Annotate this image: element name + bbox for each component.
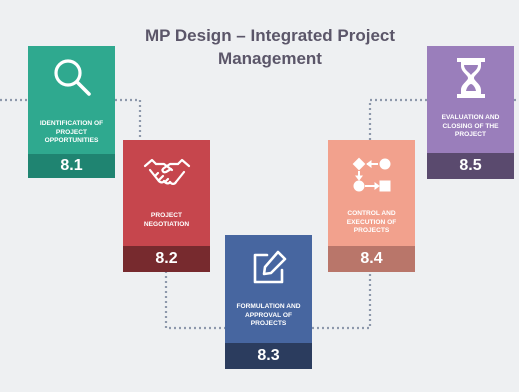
step-label: IDENTIFICATION OF PROJECT OPPORTUNITIES bbox=[39, 120, 104, 145]
step-number: 8.4 bbox=[328, 246, 415, 272]
step-label: CONTROL AND EXECUTION OF PROJECTS bbox=[346, 210, 397, 235]
edit-icon bbox=[253, 250, 286, 284]
step-card-8-1: IDENTIFICATION OF PROJECT OPPORTUNITIES … bbox=[28, 46, 115, 178]
step-card-8-5: EVALUATION AND CLOSING OF THE PROJECT 8.… bbox=[427, 46, 514, 179]
step-card-8-4: CONTROL AND EXECUTION OF PROJECTS 8.4 bbox=[328, 140, 415, 272]
step-card-body: PROJECT NEGOTIATION bbox=[123, 140, 210, 246]
step-number: 8.3 bbox=[225, 343, 312, 369]
flowchart-icon bbox=[352, 157, 390, 192]
step-label: EVALUATION AND CLOSING OF THE PROJECT bbox=[441, 114, 500, 139]
handshake-icon bbox=[143, 158, 190, 185]
step-card-body: IDENTIFICATION OF PROJECT OPPORTUNITIES bbox=[28, 46, 115, 154]
diagram-title: MP Design – Integrated Project Managemen… bbox=[144, 26, 396, 68]
step-card-body: CONTROL AND EXECUTION OF PROJECTS bbox=[328, 140, 415, 246]
step-card-body: EVALUATION AND CLOSING OF THE PROJECT bbox=[427, 46, 514, 153]
step-label: PROJECT NEGOTIATION bbox=[143, 212, 190, 228]
step-number: 8.2 bbox=[123, 246, 210, 272]
step-card-8-2: PROJECT NEGOTIATION 8.2 bbox=[123, 140, 210, 272]
step-label: FORMULATION AND APPROVAL OF PROJECTS bbox=[236, 303, 301, 328]
step-number: 8.5 bbox=[427, 153, 514, 179]
magnifier-icon bbox=[53, 59, 91, 96]
step-card-8-3: FORMULATION AND APPROVAL OF PROJECTS 8.3 bbox=[225, 235, 312, 369]
step-card-body: FORMULATION AND APPROVAL OF PROJECTS bbox=[225, 235, 312, 343]
step-number: 8.1 bbox=[28, 154, 115, 178]
hourglass-icon bbox=[456, 58, 485, 98]
